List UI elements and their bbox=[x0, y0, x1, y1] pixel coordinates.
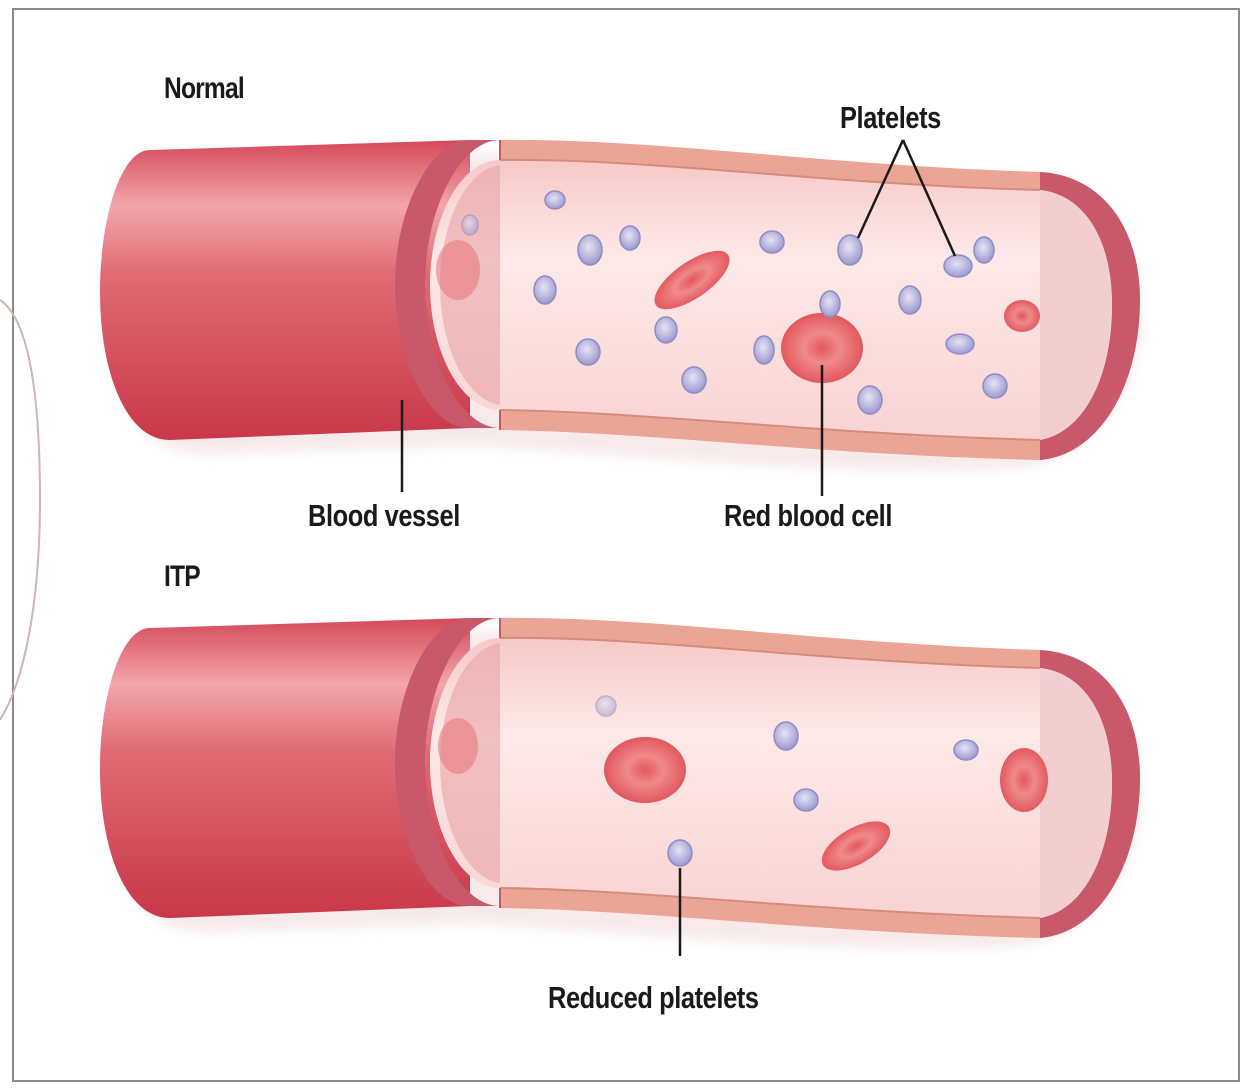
reduced-platelets-label: Reduced platelets bbox=[548, 980, 759, 1016]
itp-rbc bbox=[1000, 748, 1048, 812]
itp-vessel bbox=[100, 618, 1141, 956]
platelet bbox=[838, 235, 862, 265]
platelet bbox=[899, 286, 921, 314]
normal-vessel bbox=[100, 140, 1141, 496]
platelet bbox=[462, 215, 478, 235]
platelet bbox=[820, 291, 840, 317]
platelet bbox=[946, 334, 974, 354]
platelet bbox=[545, 191, 565, 209]
platelet bbox=[596, 696, 616, 716]
platelet bbox=[944, 255, 972, 277]
platelet bbox=[655, 317, 677, 343]
platelet bbox=[858, 386, 882, 414]
platelet bbox=[774, 722, 798, 750]
normal-panel-title: Normal bbox=[164, 72, 244, 106]
platelet bbox=[620, 226, 640, 250]
platelet bbox=[534, 276, 556, 304]
platelet bbox=[760, 231, 784, 253]
normal-rbc bbox=[1004, 300, 1040, 332]
platelets-label: Platelets bbox=[840, 100, 941, 136]
itp-panel-title: ITP bbox=[164, 560, 200, 594]
normal-rbc bbox=[436, 240, 480, 300]
platelet bbox=[668, 840, 692, 866]
itp-rbc bbox=[438, 718, 478, 774]
platelet bbox=[578, 235, 602, 265]
platelet bbox=[983, 374, 1007, 398]
platelet bbox=[682, 367, 706, 393]
left-edge-shape bbox=[0, 300, 40, 720]
blood-vessel-label: Blood vessel bbox=[308, 498, 460, 534]
itp-rbc bbox=[605, 738, 685, 802]
platelet bbox=[576, 339, 600, 365]
platelet bbox=[794, 789, 818, 811]
platelet bbox=[754, 336, 774, 364]
platelet bbox=[954, 740, 978, 760]
normal-vessel-body bbox=[100, 140, 1141, 470]
platelet bbox=[974, 237, 994, 263]
red-blood-cell-label: Red blood cell bbox=[724, 498, 892, 534]
